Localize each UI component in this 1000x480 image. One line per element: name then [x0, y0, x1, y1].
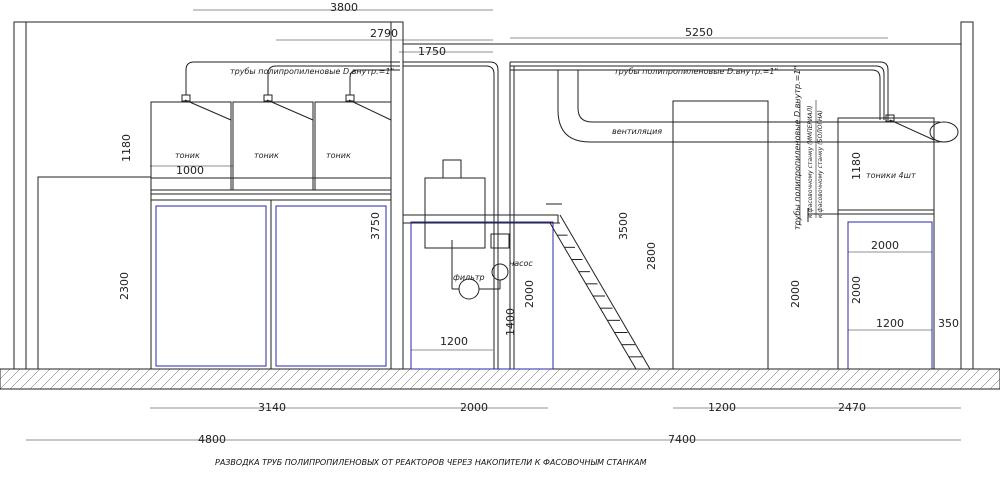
dim-3800: 3800: [330, 1, 358, 14]
dim-1180b: 1180: [850, 152, 863, 180]
dim-7400: 7400: [668, 433, 696, 446]
pipes-left-label: трубы полипропиленовые D.внутр.=1": [230, 67, 394, 76]
dim-1750: 1750: [418, 45, 446, 58]
dim-2470: 2470: [838, 401, 866, 414]
tanks-4-label: тоники 4шт: [866, 171, 916, 180]
dim-1200c: 1200: [708, 401, 736, 414]
dim-2800: 2800: [645, 242, 658, 270]
pipes-left: трубы полипропиленовые D.внутр.=1": [185, 61, 400, 95]
stairs: [546, 203, 651, 370]
ventilation-duct: вентиляция: [557, 70, 959, 143]
vertical-pipe-labels: трубы полипропиленовые D.внутр.=1" к фас…: [793, 66, 824, 230]
pump-label: насос: [509, 259, 533, 268]
to-machine-1-label: к фасовочному станку (ИМПЕРИАЛ): [807, 106, 814, 219]
pipes-right-label: трубы полипропиленовые D.внутр.=1": [614, 67, 778, 76]
tanks-left: тоник тоник тоник: [150, 94, 392, 191]
pipes-vertical-label: трубы полипропиленовые D.внутр.=1": [793, 66, 802, 230]
floor-slab: [0, 368, 1000, 390]
dim-1180a: 1180: [120, 134, 133, 162]
tank-2-label: тоник: [254, 151, 279, 160]
dim-1200b: 1200: [876, 317, 904, 330]
pump-unit: фильтр насос: [402, 159, 559, 370]
dim-3500: 3500: [617, 212, 630, 240]
dim-2300: 2300: [118, 272, 131, 300]
dim-2000e: 2000: [460, 401, 488, 414]
dim-5250: 5250: [685, 26, 713, 39]
tank-1-label: тоник: [175, 151, 200, 160]
dim-350: 350: [938, 317, 959, 330]
dim-2000b: 2000: [871, 239, 899, 252]
dim-2000a: 2000: [523, 280, 536, 308]
dim-1000: 1000: [176, 164, 204, 177]
dim-2790: 2790: [370, 27, 398, 40]
filter-label: фильтр: [453, 273, 485, 282]
dim-3750: 3750: [369, 212, 382, 240]
left-storage-racks: [37, 176, 392, 370]
dim-2000d: 2000: [850, 276, 863, 304]
drawing-caption: РАЗВОДКА ТРУБ ПОЛИПРОПИЛЕНОВЫХ ОТ РЕАКТО…: [215, 458, 647, 467]
tank-3-label: тоник: [326, 151, 351, 160]
ventilation-label: вентиляция: [612, 127, 662, 136]
dim-2000c: 2000: [789, 280, 802, 308]
to-machine-2-label: к фасовочному станку (БОЛОГНА): [817, 110, 824, 218]
dim-1400: 1400: [504, 308, 517, 336]
dim-4800: 4800: [198, 433, 226, 446]
dim-1200a: 1200: [440, 335, 468, 348]
dimension-lines: 3800 2790 1750 5250 1180 1000 3750 2300 …: [26, 1, 961, 446]
right-room-equipment: тоники 4шт: [672, 100, 935, 370]
dim-3140: 3140: [258, 401, 286, 414]
